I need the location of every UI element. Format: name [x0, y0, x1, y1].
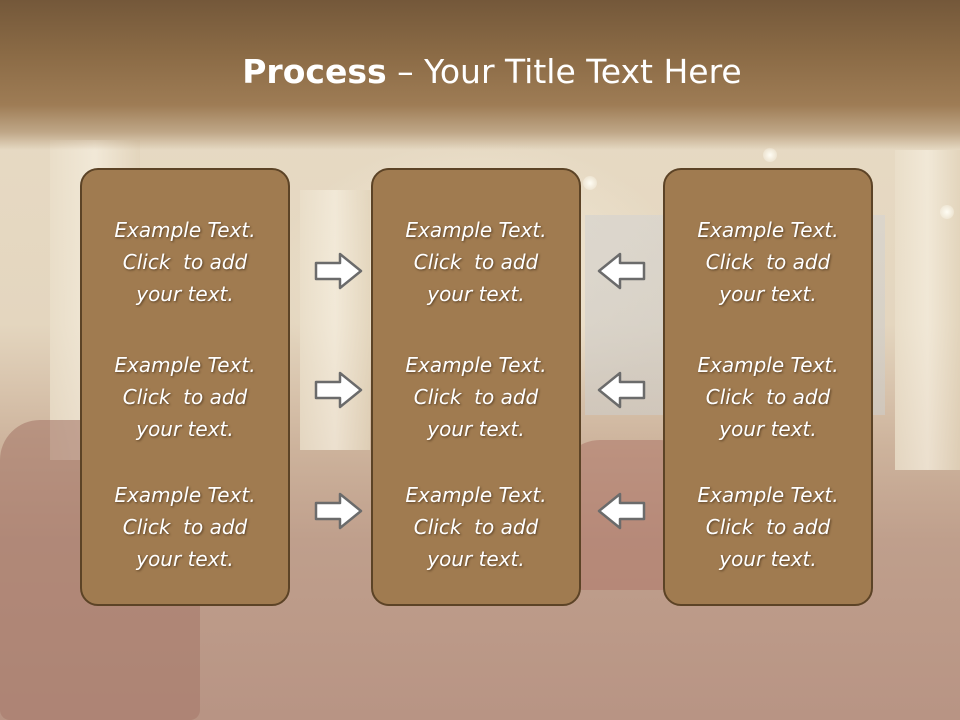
text-line: Click to add: [122, 250, 248, 274]
text-line: Example Text.: [114, 353, 256, 377]
text-block[interactable]: Example Text. Click to add your text.: [82, 349, 288, 445]
right-arrow-icon: [314, 492, 363, 530]
text-line: your text.: [136, 282, 234, 306]
text-line: your text.: [427, 547, 525, 571]
text-line: Example Text.: [114, 483, 256, 507]
text-block[interactable]: Example Text. Click to add your text.: [665, 214, 871, 310]
text-line: Example Text.: [405, 353, 547, 377]
background-pillar: [895, 150, 960, 470]
text-line: Click to add: [122, 515, 248, 539]
slide-title[interactable]: Process – Your Title Text Here: [0, 52, 960, 91]
left-arrow-icon: [597, 252, 646, 290]
text-line: Example Text.: [405, 218, 547, 242]
text-block[interactable]: Example Text. Click to add your text.: [373, 479, 579, 575]
text-line: Click to add: [705, 385, 831, 409]
right-arrow-icon: [314, 252, 363, 290]
text-line: Click to add: [122, 385, 248, 409]
text-block[interactable]: Example Text. Click to add your text.: [82, 214, 288, 310]
text-line: Example Text.: [697, 483, 839, 507]
background-pillar: [300, 190, 370, 450]
text-block[interactable]: Example Text. Click to add your text.: [373, 349, 579, 445]
text-block[interactable]: Example Text. Click to add your text.: [665, 479, 871, 575]
text-line: your text.: [719, 282, 817, 306]
text-line: your text.: [136, 547, 234, 571]
text-line: Click to add: [705, 515, 831, 539]
text-line: Example Text.: [697, 218, 839, 242]
text-line: Click to add: [413, 250, 539, 274]
text-line: Click to add: [705, 250, 831, 274]
left-arrow-icon: [597, 492, 646, 530]
text-line: Example Text.: [697, 353, 839, 377]
background-light: [583, 176, 597, 190]
text-line: Example Text.: [114, 218, 256, 242]
text-line: your text.: [427, 282, 525, 306]
text-line: Click to add: [413, 385, 539, 409]
text-line: your text.: [427, 417, 525, 441]
text-line: your text.: [719, 417, 817, 441]
text-line: Click to add: [413, 515, 539, 539]
left-arrow-icon: [597, 371, 646, 409]
text-line: Example Text.: [405, 483, 547, 507]
text-block[interactable]: Example Text. Click to add your text.: [665, 349, 871, 445]
title-rest: – Your Title Text Here: [386, 52, 742, 91]
background-light: [940, 205, 954, 219]
process-box-left[interactable]: Example Text. Click to add your text. Ex…: [80, 168, 290, 606]
text-line: your text.: [136, 417, 234, 441]
title-bold: Process: [242, 52, 387, 91]
process-box-center[interactable]: Example Text. Click to add your text. Ex…: [371, 168, 581, 606]
background-light: [763, 148, 777, 162]
right-arrow-icon: [314, 371, 363, 409]
text-block[interactable]: Example Text. Click to add your text.: [373, 214, 579, 310]
process-box-right[interactable]: Example Text. Click to add your text. Ex…: [663, 168, 873, 606]
text-block[interactable]: Example Text. Click to add your text.: [82, 479, 288, 575]
header-band: [0, 0, 960, 150]
text-line: your text.: [719, 547, 817, 571]
